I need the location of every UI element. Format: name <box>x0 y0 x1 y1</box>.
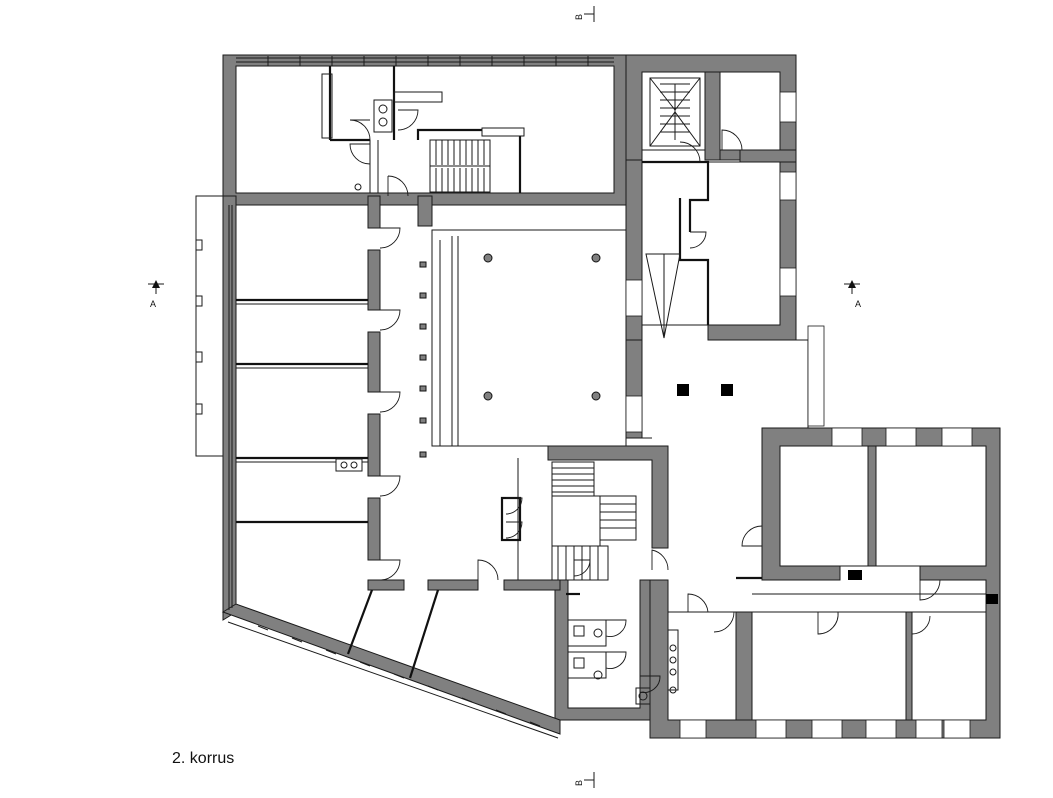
sink-black <box>848 570 862 580</box>
section-marker-b-top: B <box>574 6 595 22</box>
kitchenette-stove <box>335 458 363 472</box>
stove-ring <box>340 461 348 469</box>
corridor-lights <box>419 261 427 458</box>
partition-diagonal-1 <box>346 589 374 655</box>
wall-ne-room-base <box>739 149 797 163</box>
wc-block <box>566 592 651 705</box>
hall-column <box>483 391 493 401</box>
section-label-a-right: A <box>855 299 861 309</box>
room-east-1 <box>779 445 869 567</box>
stove-ring <box>350 461 358 469</box>
hall-column <box>591 253 601 263</box>
room-tower-side <box>719 71 781 151</box>
column-square <box>677 384 689 396</box>
wall-south-diagonal <box>221 603 561 735</box>
section-marker-a-left: A <box>148 280 164 309</box>
room-north-east <box>641 161 781 326</box>
facade-line <box>227 621 559 739</box>
north-radiator <box>481 127 525 137</box>
wall-east-lower-divider <box>735 611 753 721</box>
section-marker-a-right: A <box>844 280 861 309</box>
north-counter <box>393 91 443 103</box>
wall-hall-south <box>547 445 669 549</box>
hall-column <box>483 253 493 263</box>
facade-outrigger <box>195 195 224 457</box>
wall-east-wing-middle <box>867 445 877 567</box>
wall-east-lower-divider-2 <box>905 611 913 721</box>
window-east-bay <box>807 325 825 427</box>
wall-stair-tower-divider <box>704 71 721 161</box>
stove-ring <box>378 117 388 127</box>
room-south-east-2 <box>911 611 987 721</box>
north-corridor-walls <box>369 140 379 193</box>
north-stove <box>373 99 393 133</box>
stair-tower <box>641 71 706 151</box>
room-south-east-1 <box>751 611 907 721</box>
doors <box>349 109 941 693</box>
room-main-hall <box>431 229 627 447</box>
wall-corridor-east <box>417 195 433 227</box>
section-label-b-top: B <box>574 14 584 20</box>
room-east-2 <box>875 445 987 567</box>
corner-pier <box>986 594 998 604</box>
section-marker-b-bottom: B <box>574 772 595 788</box>
facade-fins <box>196 239 203 415</box>
ne-ramp <box>645 253 681 339</box>
stair-central <box>517 458 637 581</box>
column-square <box>721 384 733 396</box>
hall-column <box>591 391 601 401</box>
north-partitions <box>328 66 522 193</box>
wc-east <box>667 629 679 694</box>
windows <box>257 56 973 739</box>
room-south-east-wc <box>667 611 737 721</box>
stair-north <box>429 139 491 193</box>
section-label-a-left: A <box>150 299 156 309</box>
floor-label: 2. korrus <box>172 750 235 767</box>
wall-south-stubs <box>367 579 561 591</box>
wall-corridor-west <box>367 195 381 561</box>
partition-diagonal-2 <box>408 589 440 679</box>
north-cabinet <box>321 73 333 139</box>
north-column <box>354 183 362 191</box>
section-label-b-bottom: B <box>574 780 584 786</box>
stove-ring <box>378 104 388 114</box>
